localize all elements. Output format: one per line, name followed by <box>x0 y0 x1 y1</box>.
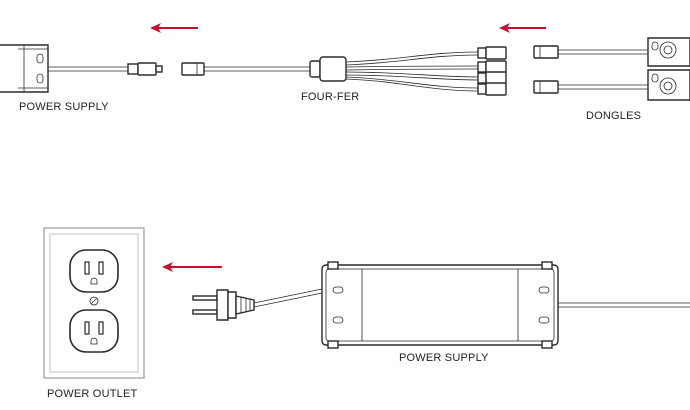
arrow-left-icon <box>150 23 198 33</box>
arrow-left-icon <box>162 262 222 272</box>
power-supply-top-cable <box>48 66 128 72</box>
arrow-left-icon <box>499 23 546 33</box>
four-fer-input-connector <box>181 62 310 76</box>
label-four-fer: FOUR-FER <box>301 91 360 103</box>
label-power-outlet: POWER OUTLET <box>47 388 138 400</box>
outlet-icon <box>43 227 145 379</box>
label-power-supply-bottom: POWER SUPPLY <box>399 352 489 364</box>
power-supply-bottom-unit <box>321 261 559 349</box>
dongle-icon <box>533 69 690 101</box>
connector-icon <box>127 62 163 76</box>
ac-cord <box>253 288 323 308</box>
power-supply-bottom-output-cable <box>558 302 690 308</box>
four-fer-splitter <box>309 46 507 96</box>
power-supply-top-unit <box>0 44 49 93</box>
label-power-supply-top: POWER SUPPLY <box>19 101 109 113</box>
dongle-icon <box>533 37 690 67</box>
plug-icon <box>192 289 255 321</box>
label-dongles: DONGLES <box>586 110 642 122</box>
